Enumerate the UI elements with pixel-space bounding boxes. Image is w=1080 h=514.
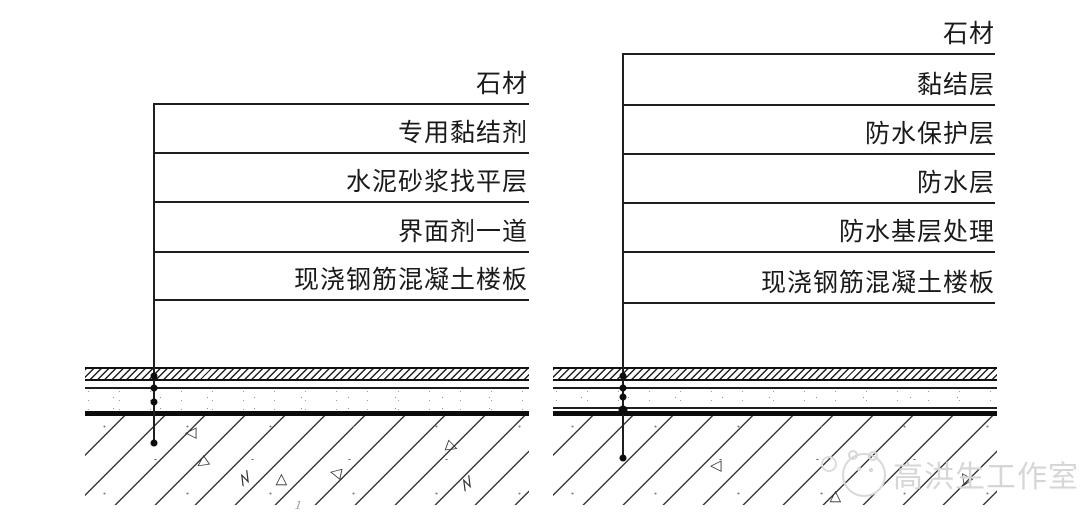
callout-line — [623, 202, 995, 204]
leader-dot — [150, 398, 158, 406]
callout-line — [154, 299, 529, 301]
adhesive-layer-band — [85, 381, 529, 389]
callout-line — [623, 53, 995, 55]
mortar-leveling-band — [85, 389, 529, 411]
callout-line — [154, 103, 529, 105]
layer-label: 界面剂一道 — [397, 219, 528, 246]
stone-layer-band — [553, 367, 997, 381]
leader-dot — [619, 384, 627, 392]
aggregate-triangle-icon: ◁ — [710, 456, 722, 474]
aggregate-triangle-icon: ◁ — [328, 462, 344, 483]
leader-dot — [619, 454, 627, 462]
layer-label: 现浇钢筋混凝土楼板 — [293, 267, 528, 294]
aggregate-triangle-icon: ◁ — [273, 473, 292, 486]
callout-line — [154, 201, 529, 203]
interface-agent-line — [85, 411, 529, 416]
stone-layer-band — [85, 367, 529, 381]
layer-label: 水泥砂浆找平层 — [345, 169, 528, 196]
watermark-text: 高洪生工作室 — [893, 461, 1079, 494]
pig-face-icon — [821, 450, 886, 497]
base-treatment-line — [553, 411, 997, 416]
aggregate-triangle-icon: ◁ — [185, 423, 197, 441]
waterproof-membrane-line — [553, 407, 997, 409]
leader-dot — [150, 384, 158, 392]
footnote-mark: 1 — [294, 496, 303, 513]
leader-line — [153, 103, 155, 443]
callout-line — [623, 302, 995, 304]
leader-dot — [619, 372, 627, 380]
leader-dot — [619, 393, 627, 401]
layer-label: 石材 — [942, 21, 995, 48]
layer-label: 专用黏结剂 — [397, 120, 528, 147]
concrete-slab-hatch — [85, 416, 529, 505]
layer-label: 现浇钢筋混凝土楼板 — [760, 270, 995, 297]
callout-line — [623, 153, 995, 155]
leader-dot — [150, 372, 158, 380]
callout-line — [623, 251, 995, 253]
break-symbol-icon — [462, 475, 471, 492]
layer-label: 防水保护层 — [864, 121, 995, 148]
leader-dot — [618, 405, 628, 415]
callout-line — [623, 104, 995, 106]
waterproof-protection-band — [553, 389, 997, 407]
layer-label: 防水基层处理 — [838, 219, 995, 246]
callout-line — [154, 152, 529, 154]
bonding-layer-band — [553, 381, 997, 389]
layer-label: 防水层 — [916, 170, 995, 197]
callout-line — [154, 251, 529, 253]
concrete-slab-hatch — [553, 416, 997, 505]
layer-label: 黏结层 — [916, 72, 995, 99]
break-symbol-icon — [240, 470, 249, 487]
leader-line — [622, 53, 624, 458]
leader-dot — [150, 439, 158, 447]
layer-label: 石材 — [475, 71, 528, 98]
